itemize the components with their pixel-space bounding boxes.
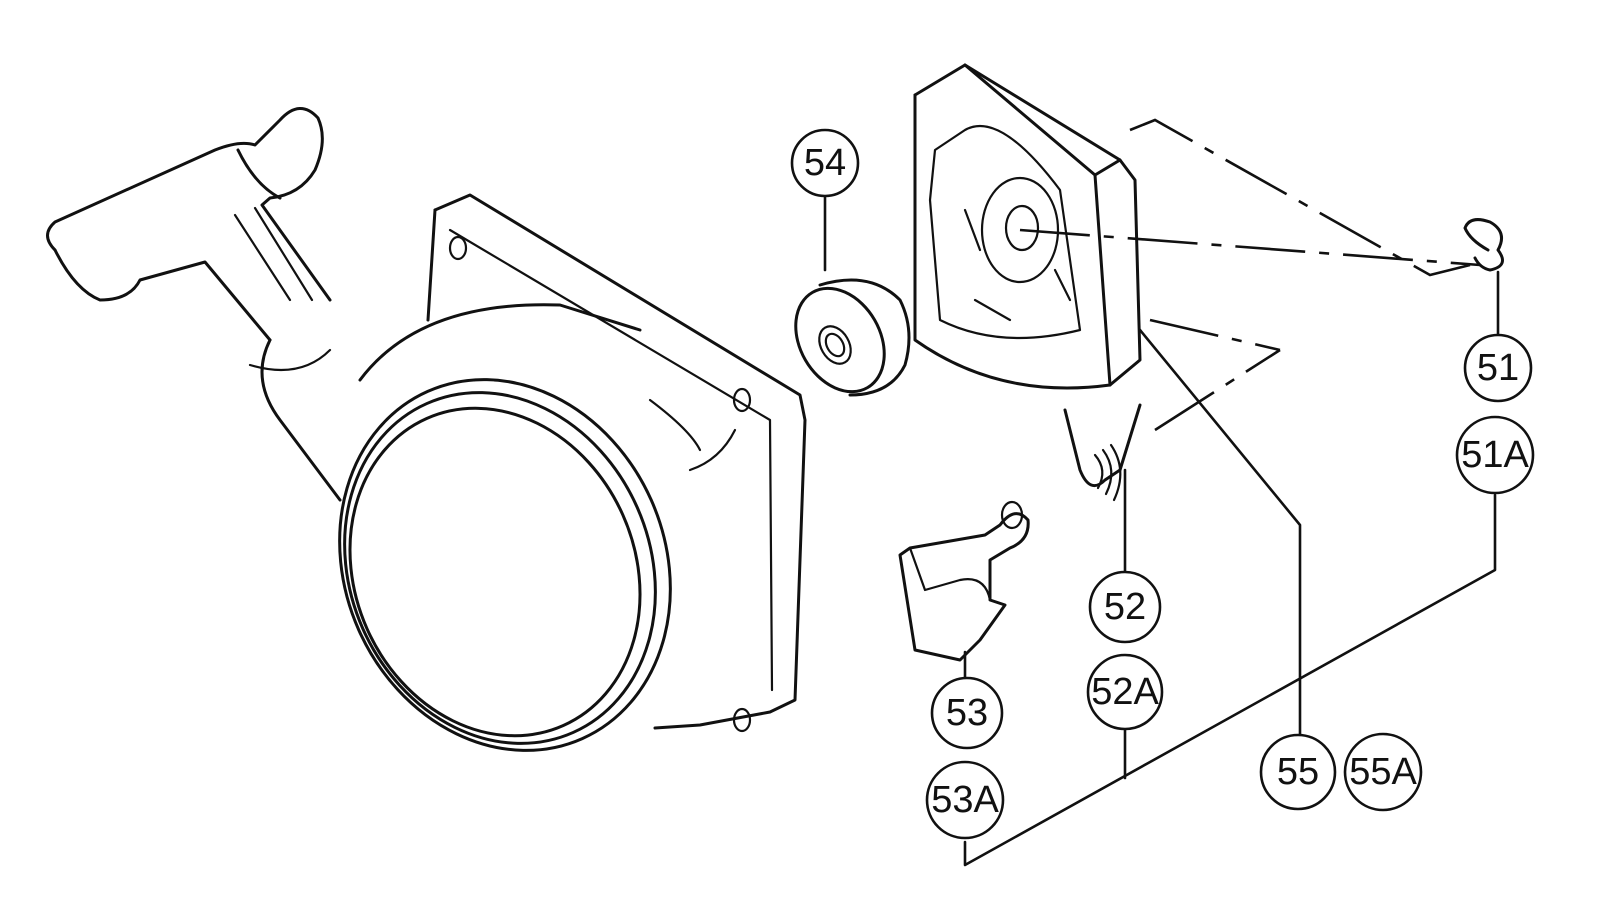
callout-55: 55 bbox=[1259, 733, 1337, 811]
svg-text:53: 53 bbox=[946, 692, 988, 734]
part-52-spring bbox=[1063, 403, 1142, 502]
part-53-pawl bbox=[898, 500, 1030, 662]
svg-text:55: 55 bbox=[1277, 751, 1319, 793]
svg-text:54: 54 bbox=[804, 142, 846, 184]
callout-52a: 52A bbox=[1086, 653, 1164, 731]
callout-55a: 55A bbox=[1343, 732, 1423, 812]
svg-text:55A: 55A bbox=[1349, 751, 1417, 793]
part-54-nut bbox=[794, 278, 911, 397]
callout-51a: 51A bbox=[1455, 415, 1535, 495]
part-55-reel bbox=[913, 63, 1142, 390]
callout-53a: 53A bbox=[925, 760, 1005, 840]
svg-text:51: 51 bbox=[1477, 347, 1519, 389]
leader-lines bbox=[823, 118, 1500, 867]
callout-53: 53 bbox=[930, 676, 1004, 750]
starter-housing bbox=[46, 107, 807, 752]
svg-text:53A: 53A bbox=[931, 779, 999, 821]
starter-handle bbox=[46, 107, 342, 502]
callout-52: 52 bbox=[1088, 570, 1162, 644]
svg-text:52A: 52A bbox=[1091, 671, 1159, 713]
callout-54: 54 bbox=[790, 128, 860, 198]
part-51-clip bbox=[1463, 218, 1504, 272]
svg-text:51A: 51A bbox=[1461, 434, 1529, 476]
svg-text:52: 52 bbox=[1104, 586, 1146, 628]
callout-51: 51 bbox=[1463, 333, 1533, 403]
